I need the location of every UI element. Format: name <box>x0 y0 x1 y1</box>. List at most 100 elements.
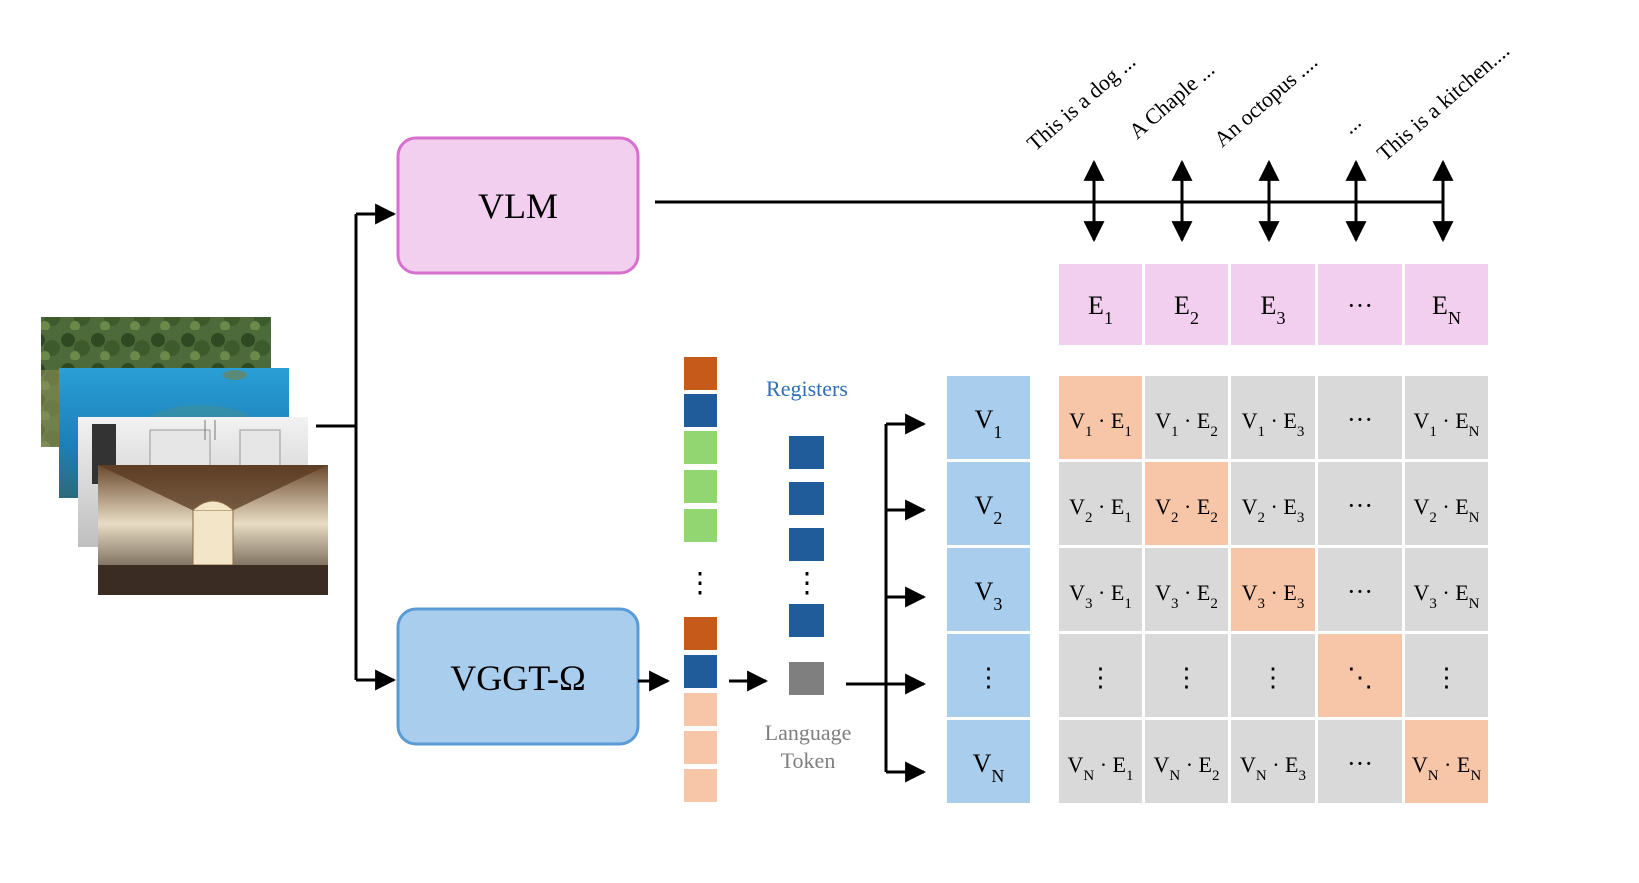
caption-ellipsis: ... <box>1337 109 1366 139</box>
similarity-cell-ellipsis: ⋮ <box>1174 663 1200 692</box>
similarity-cell-label: V1 · EN <box>1413 408 1479 440</box>
input-branch-connector <box>316 203 397 691</box>
similarity-cell-ellipsis: ⋱ <box>1347 663 1373 692</box>
text-embedding-cell <box>1059 264 1142 345</box>
token-orange <box>684 357 717 390</box>
visual-embedding-cell <box>947 548 1030 631</box>
language-token-label-line1: Language <box>765 720 852 745</box>
visual-fanout-connector <box>846 413 927 783</box>
similarity-cell-ellipsis: ⋮ <box>1088 663 1114 692</box>
similarity-cell-ellipsis: ⋮ <box>1260 663 1286 692</box>
vggt-label: VGGT-Ω <box>450 658 585 698</box>
similarity-cell-label: V1 · E3 <box>1242 408 1305 440</box>
caption-octopus: An octopus .... <box>1209 49 1322 152</box>
registers-label: Registers <box>766 376 848 401</box>
similarity-cell-label: V2 · E2 <box>1155 494 1218 526</box>
text-embedding-cell <box>1145 264 1228 345</box>
similarity-cell-label: V3 · E2 <box>1155 580 1218 612</box>
caption-group: This is a dog ... A Chaple ... An octopu… <box>1022 37 1514 165</box>
caption-chapel: A Chaple ... <box>1124 56 1219 143</box>
chapel-image <box>98 465 328 595</box>
language-token-label-line2: Token <box>781 748 836 773</box>
similarity-cell-label: VN · E3 <box>1240 752 1306 784</box>
similarity-cell-ellipsis: ··· <box>1347 405 1373 434</box>
similarity-cell <box>1318 462 1402 545</box>
text-embedding-label: EN <box>1432 291 1461 328</box>
similarity-cell <box>1059 720 1142 803</box>
similarity-cell <box>1405 634 1488 717</box>
similarity-cell <box>1318 376 1402 459</box>
similarity-cell-diagonal <box>1145 462 1228 545</box>
vggt-box <box>396 607 640 746</box>
similarity-cell <box>1145 634 1228 717</box>
vggt-block: VGGT-Ω <box>396 607 640 746</box>
register-token <box>789 436 824 469</box>
similarity-cell-ellipsis: ··· <box>1347 749 1373 778</box>
caption-dog: This is a dog ... <box>1022 48 1140 155</box>
visual-embedding-label: V1 <box>975 405 1003 442</box>
visual-embedding-cell <box>947 634 1030 717</box>
visual-embedding-label: V2 <box>975 491 1003 528</box>
similarity-cell-label: V3 · EN <box>1413 580 1479 612</box>
input-image-stack <box>41 317 328 595</box>
similarity-cell-label: V2 · EN <box>1413 494 1479 526</box>
similarity-cell <box>1231 462 1315 545</box>
similarity-cell-label: VN · E2 <box>1153 752 1219 784</box>
similarity-cell-label: V3 · E3 <box>1242 580 1305 612</box>
similarity-matrix: V1 · E1 V1 · E2 V1 · E3 ··· V1 · EN V2 · E1 V2… <box>1059 376 1488 803</box>
token-peach <box>684 693 717 726</box>
token-green <box>684 431 717 464</box>
similarity-cell <box>1318 720 1402 803</box>
token-blue <box>684 394 717 427</box>
similarity-cell-ellipsis: ⋮ <box>1434 663 1460 692</box>
visual-embedding-label: V3 <box>975 577 1003 614</box>
caption-kitchen: This is a kitchen.... <box>1372 37 1514 165</box>
similarity-cell <box>1231 376 1315 459</box>
visual-embedding-label: VN <box>973 749 1005 786</box>
similarity-cell <box>1405 376 1488 459</box>
similarity-cell <box>1059 634 1142 717</box>
token-green <box>684 470 717 503</box>
text-embedding-label: ··· <box>1347 291 1373 320</box>
similarity-cell-diagonal <box>1059 376 1142 459</box>
similarity-cell <box>1231 720 1315 803</box>
similarity-cell-ellipsis: ··· <box>1347 491 1373 520</box>
vlm-label: VLM <box>478 186 558 226</box>
similarity-cell-label: V1 · E2 <box>1155 408 1218 440</box>
register-token <box>789 528 824 561</box>
similarity-cell <box>1145 720 1228 803</box>
token-peach <box>684 769 717 802</box>
register-token <box>789 604 824 637</box>
visual-embedding-cell <box>947 376 1030 459</box>
similarity-cell <box>1405 548 1488 631</box>
token-peach <box>684 731 717 764</box>
similarity-cell-diagonal <box>1231 548 1315 631</box>
similarity-cell-label: V1 · E1 <box>1069 408 1132 440</box>
similarity-cell-label: V3 · E1 <box>1069 580 1132 612</box>
token-column-ellipsis: ⋮ <box>686 568 714 599</box>
register-ellipsis: ⋮ <box>793 568 821 599</box>
similarity-cell-label: V2 · E1 <box>1069 494 1132 526</box>
language-token <box>789 662 824 695</box>
similarity-cell-label: VN · E1 <box>1067 752 1133 784</box>
similarity-cell <box>1405 462 1488 545</box>
register-token <box>789 482 824 515</box>
similarity-cell <box>1145 376 1228 459</box>
text-embedding-cell <box>1318 264 1402 345</box>
register-tokens: ⋮ <box>789 436 824 695</box>
similarity-cell-label: VN · EN <box>1412 752 1482 784</box>
token-green <box>684 509 717 542</box>
similarity-cell <box>1231 634 1315 717</box>
similarity-cell <box>1059 462 1142 545</box>
similarity-cell-label: V2 · E3 <box>1242 494 1305 526</box>
visual-embedding-cell <box>947 462 1030 545</box>
visual-embedding-cell <box>947 720 1030 803</box>
similarity-cell <box>1318 548 1402 631</box>
vlm-box <box>396 136 640 275</box>
text-embedding-cell <box>1405 264 1488 345</box>
text-embedding-label: E3 <box>1261 291 1286 328</box>
token-column: ⋮ <box>684 357 717 802</box>
similarity-cell-diagonal <box>1405 720 1488 803</box>
similarity-cell <box>1059 548 1142 631</box>
